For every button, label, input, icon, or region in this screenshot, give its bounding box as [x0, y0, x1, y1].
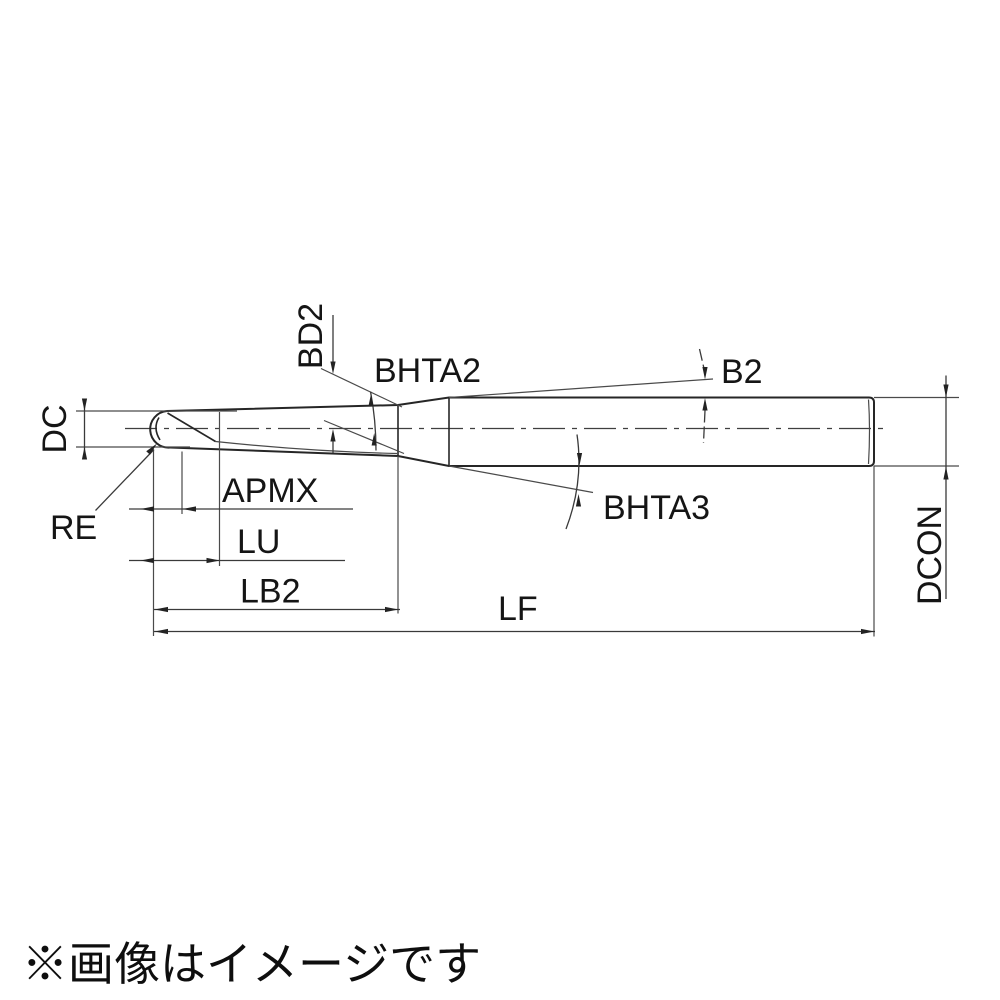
ball-tip-flute-arc	[155, 417, 161, 441]
tool-profile	[166, 396, 875, 467]
flute-runout-line-upper	[320, 367, 403, 408]
re-leader-line	[95, 449, 155, 511]
label-b2: B2	[721, 353, 763, 391]
b2-arc-bottom	[702, 410, 706, 444]
extension-lines	[76, 378, 959, 637]
label-lu: LU	[237, 523, 280, 561]
shank-end-chamfer	[867, 399, 871, 465]
dimension-lines	[81, 315, 949, 635]
label-apmx: APMX	[222, 472, 318, 510]
bhta3-arrow-top	[576, 453, 583, 466]
label-dcon: DCON	[911, 505, 949, 605]
lb2-arrow-right	[385, 606, 399, 613]
bhta3-arc	[565, 434, 580, 530]
dcon-arrow-bottom	[943, 466, 949, 480]
label-lb2: LB2	[240, 573, 301, 611]
label-bd2: BD2	[292, 303, 330, 369]
flute-runout-line-lower	[323, 419, 405, 455]
tool-outline	[149, 367, 875, 467]
b2-arrow-bottom	[702, 398, 708, 411]
apmx-arrow-left	[140, 506, 154, 512]
bd2-arrow-bottom	[330, 429, 336, 442]
b2-arrow-top	[702, 367, 708, 380]
dc-arrow-bottom	[81, 447, 88, 460]
bhta2-arrow-bottom	[371, 433, 377, 446]
dimension-labels: DC RE BD2 BHTA2 B2 BHTA3 APMX LU LB2 LF …	[36, 303, 949, 628]
ball-edge-chord	[167, 412, 216, 443]
lf-arrow-left	[154, 628, 168, 635]
lf-arrow-right	[861, 628, 875, 635]
dcon-arrow-top	[943, 384, 949, 398]
bhta2-arrow-top	[368, 394, 374, 407]
taper-extension-top	[448, 378, 714, 399]
taper-extension-bottom	[448, 465, 594, 494]
dc-arrow-top	[81, 398, 88, 411]
lu-arrow-left	[140, 557, 154, 564]
b2-arc-top	[698, 348, 705, 369]
image-disclaimer-caption: ※画像はイメージです	[22, 938, 482, 990]
re-leader-arrow	[146, 443, 157, 455]
lb2-arrow-left	[154, 606, 168, 613]
lu-arrow-right	[206, 557, 220, 564]
label-dc: DC	[36, 404, 74, 453]
bd2-arrow-top	[330, 361, 336, 374]
label-lf: LF	[498, 590, 538, 628]
label-bhta3: BHTA3	[603, 489, 710, 527]
apmx-arrow-right	[182, 506, 196, 512]
label-bhta2: BHTA2	[374, 352, 481, 390]
flute-helix-curve	[215, 440, 398, 455]
ball-nose-arc	[149, 410, 171, 449]
bhta3-arrow-bottom	[575, 494, 582, 507]
label-re: RE	[50, 509, 97, 547]
